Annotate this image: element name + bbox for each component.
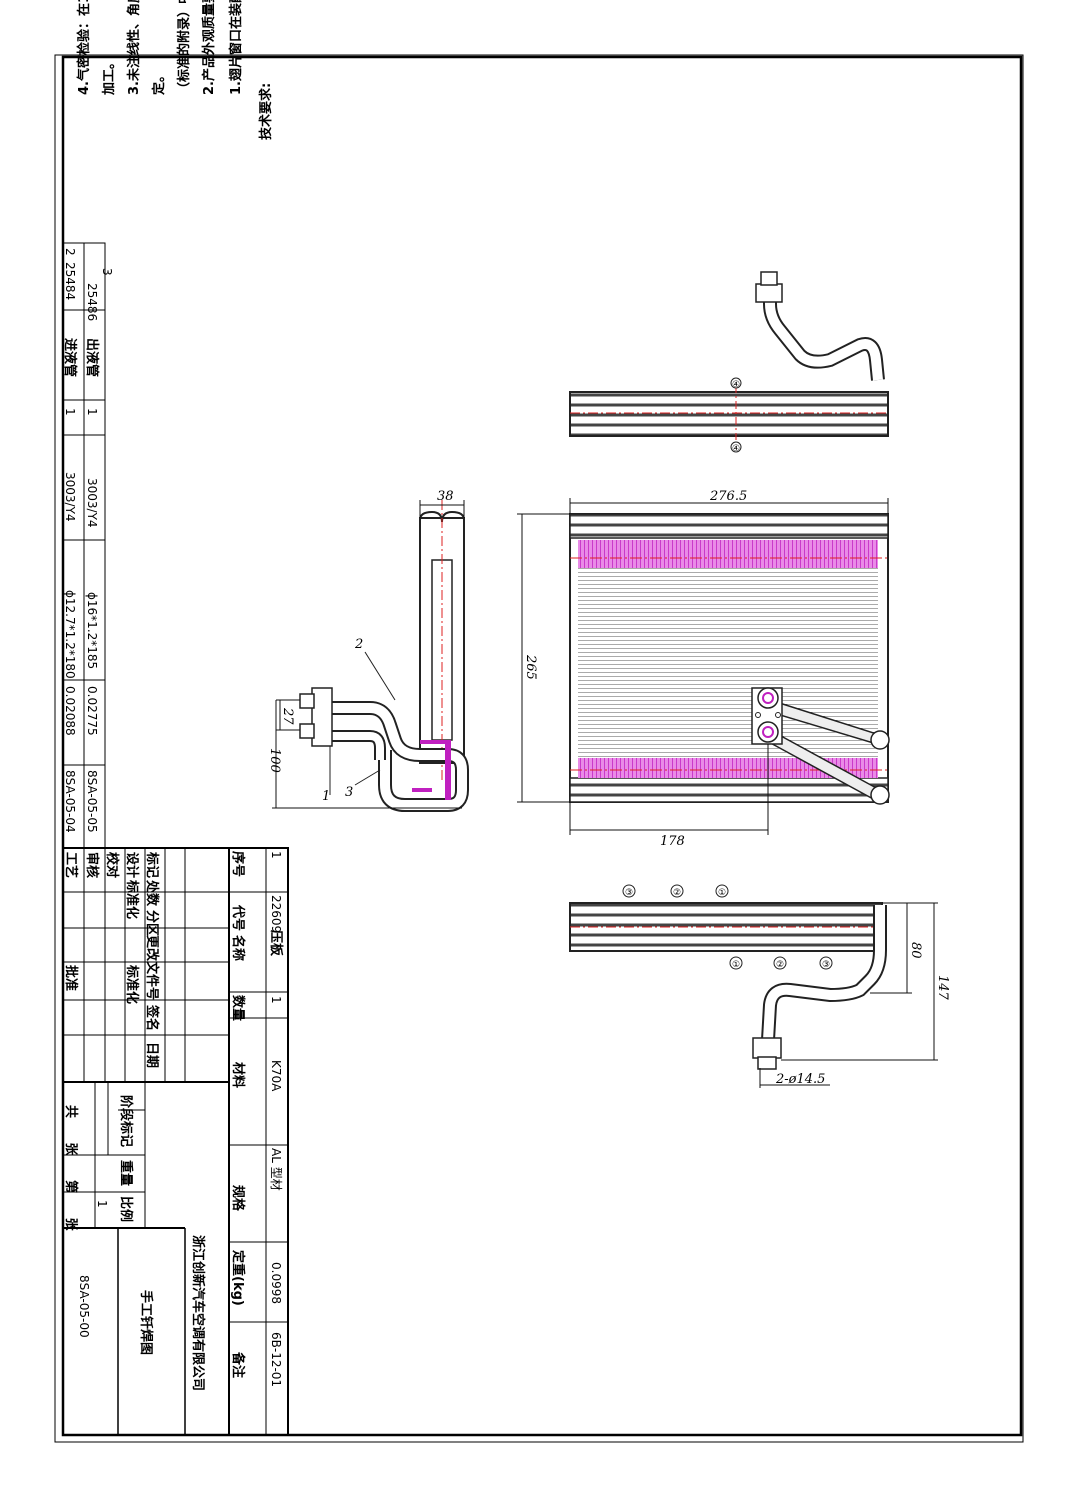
tb-process: 工艺	[63, 852, 79, 878]
outer-frame	[54, 54, 1024, 1443]
hdr-name: 名称	[230, 935, 246, 961]
bottom-tank-view: ③ ② ① ① ② ③	[569, 884, 887, 1070]
drawing-number: 8SA-05-00	[77, 1275, 91, 1338]
bom-1-no: 1	[269, 851, 283, 859]
bom-3-spec: ϕ16*1.2*185	[85, 592, 99, 669]
hdr-spec: 规格	[230, 1185, 246, 1212]
bom-3-no: 3	[100, 268, 114, 276]
rev-sign: 签名	[144, 1004, 160, 1031]
dim-width: 276.5	[709, 489, 747, 504]
tb-std: 标准化	[124, 879, 140, 919]
bom-row-1: 1 22609 压板 1 K70A AL 型材 0.0998 6B-12-01	[268, 851, 284, 1387]
dim-bottom: 178	[660, 834, 685, 849]
bom-3-name: 出液管	[84, 338, 100, 377]
bom-row-3: 3 25486 出液管 1 3003/Y4 ϕ16*1.2*185 0.0277…	[84, 268, 114, 833]
bom-2-name: 进液管	[62, 338, 78, 377]
callout-3: 3	[345, 785, 353, 800]
callout-4a: ④	[732, 380, 740, 390]
callout-2a: ②	[673, 888, 681, 898]
hdr-remark: 备注	[230, 1351, 246, 1378]
bom-1-weight: 0.0998	[269, 1262, 283, 1304]
tb-weight: 重量	[118, 1160, 134, 1186]
notes-title: 技术要求:	[258, 83, 274, 140]
bom-3-remark: 8SA-05-05	[85, 770, 99, 833]
note-1: 1.翅片窗口在装配时应保持方向一致。	[228, 0, 244, 95]
side-view	[299, 500, 469, 812]
bom-header: 序号 代号 名称 数量 材料 规格 定重(kg) 备注	[230, 851, 246, 1378]
bom-1-name: 压板	[268, 930, 284, 957]
tb-review: 审核	[84, 852, 100, 878]
bom-1-material: K70A	[269, 1060, 283, 1092]
hdr-material: 材料	[230, 1062, 246, 1088]
tb-design: 设计	[124, 852, 140, 878]
stage-block: 阶段标记 重量 比例 1 共 张 第 张	[63, 1095, 134, 1241]
bom-3-code: 25486	[85, 283, 99, 321]
tb-stage: 阶段标记	[118, 1095, 134, 1147]
tb-std-2: 标准化	[124, 964, 140, 1004]
company-name: 浙江创新汽车空调有限公司	[190, 1235, 206, 1391]
dim-hole: 2-ø14.5	[775, 1072, 825, 1087]
bom-2-code: 25484	[63, 262, 77, 300]
side-dimensions	[272, 500, 465, 809]
rev-mark: 标记	[144, 851, 160, 878]
bom-1-code: 22609	[269, 895, 283, 933]
note-3a: 3.未注线性、角度尺寸公差按GB/T1804-c级	[126, 0, 142, 95]
dim-80: 80	[908, 942, 923, 959]
drawing-name: 手工钎焊图	[138, 1290, 154, 1355]
callout-4b: ④	[732, 444, 740, 454]
rev-doc: 更改文件号	[144, 935, 160, 1000]
top-tank-view: ④ ④	[569, 271, 889, 454]
core-dimensions	[517, 498, 889, 835]
bottom-dimensions	[759, 902, 938, 1088]
callout-3b: ③	[822, 960, 830, 970]
hdr-no: 序号	[230, 851, 246, 877]
bom-3-material: 3003/Y4	[85, 478, 99, 528]
dim-pipe-spacing: 27	[280, 707, 295, 725]
bom-2-qty: 1	[63, 408, 77, 416]
note-4: 4.气密检验：在16kg压力保压1分钟，不漏气。	[76, 0, 92, 95]
tb-approve: 批准	[63, 965, 79, 991]
dim-pipe-offset: 100	[267, 748, 282, 773]
bom-2-material: 3003/Y4	[63, 472, 77, 522]
callout-1b: ①	[732, 960, 740, 970]
rev-date: 日期	[144, 1042, 159, 1068]
tb-scale-val: 1	[95, 1200, 109, 1208]
bom-2-spec: ϕ12.7*1.2*180	[63, 590, 77, 679]
tb-scale: 比例	[118, 1196, 134, 1222]
bom-2-remark: 8SA-05-04	[63, 770, 77, 833]
callout-3a: ③	[625, 888, 633, 898]
bom-row-2: 2 25484 进液管 1 3003/Y4 ϕ12.7*1.2*180 0.02…	[62, 248, 78, 833]
hdr-qty: 数量	[230, 995, 246, 1021]
title-block-grid	[62, 847, 289, 1436]
callout-2: 2	[354, 637, 363, 652]
rev-zone: 分区	[144, 910, 160, 936]
note-2a: 2.产品外观质量要求按Q/TEVZ 1-2000附录A	[201, 0, 217, 95]
callout-1a: ①	[718, 888, 726, 898]
technical-notes: 技术要求: 1.翅片窗口在装配时应保持方向一致。 2.产品外观质量要求按Q/TE…	[76, 0, 274, 140]
bom-1-qty: 1	[269, 996, 283, 1004]
bom-3-qty: 1	[85, 408, 99, 416]
rev-qty: 处数	[144, 879, 160, 907]
tb-sheets: 共 张 第 张	[63, 1105, 79, 1241]
dim-147: 147	[935, 975, 950, 1001]
core-front-view	[569, 513, 890, 805]
bom-table	[62, 242, 106, 849]
dim-depth: 38	[437, 489, 454, 504]
note-2c: 定。	[151, 69, 167, 96]
note-3b: 加工。	[102, 56, 117, 96]
bom-3-weight: 0.02775	[85, 686, 99, 736]
callout-2b: ②	[776, 960, 784, 970]
hdr-code: 代号	[230, 904, 246, 931]
bom-2-no: 2	[63, 248, 77, 256]
bom-1-spec: AL 型材	[269, 1148, 283, 1191]
tb-check: 校对	[104, 852, 120, 878]
callout-1: 1	[322, 789, 330, 804]
bom-1-remark: 6B-12-01	[269, 1332, 283, 1387]
note-2b: （标准的附录）中A1.3,A1.4,A3.1,A3.2条的规	[176, 0, 192, 95]
revision-block: 标记 处数 分区 更改文件号 签名 日期 设计 标准化 标准化 校对 审核 工艺…	[63, 851, 160, 1068]
hdr-weight: 定重(kg)	[230, 1249, 246, 1306]
bom-2-weight: 0.02088	[63, 686, 77, 736]
dim-height: 265	[523, 654, 538, 680]
